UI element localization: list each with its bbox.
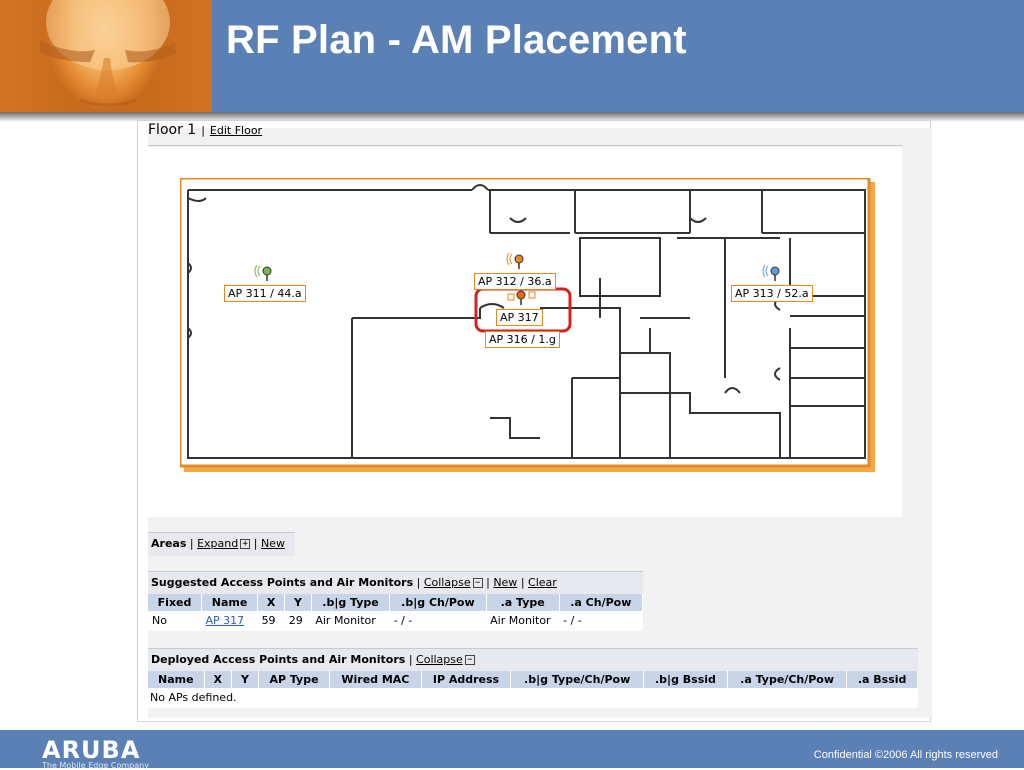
areas-bar: Areas | Expand+ | New [148, 532, 295, 556]
collapse-link[interactable]: Collapse [423, 576, 471, 589]
cell-fixed: No [152, 614, 167, 627]
separator: | [189, 537, 194, 550]
cell-bg-type: Air Monitor [315, 614, 376, 627]
map-pin-ap313[interactable] [762, 264, 780, 281]
col-header: Fixed [148, 594, 203, 611]
edit-floor-link[interactable]: Edit Floor [209, 124, 263, 137]
suggested-section: Suggested Access Points and Air Monitors… [148, 571, 644, 631]
col-header: .b|g Bssid [643, 671, 728, 688]
col-header: .a Type [486, 594, 560, 611]
col-header: X [257, 594, 286, 611]
cell-bg-chpow: - / - [393, 614, 413, 627]
cell-name: AP 317 [202, 611, 258, 630]
separator: | [408, 653, 413, 666]
map-pin-ap317[interactable] [507, 290, 536, 305]
table-header-row: Fixed Name X Y .b|g Type .b|g Ch/Pow .a … [148, 594, 644, 611]
collapse-link[interactable]: Collapse [416, 653, 463, 666]
table-row: No APs defined. [148, 688, 918, 707]
empty-message: No APs defined. [150, 691, 237, 704]
deployed-title: Deployed Access Points and Air Monitors [151, 653, 406, 666]
map-pin-ap311[interactable] [254, 264, 272, 281]
footer-bar [0, 730, 1024, 768]
col-header: AP Type [258, 671, 331, 688]
cell-x: 59 [261, 614, 276, 627]
col-header: Name [201, 594, 259, 611]
ap-label-ap317[interactable]: AP 317 [496, 309, 543, 326]
col-header: IP Address [421, 671, 512, 688]
col-header: .b|g Type [311, 594, 391, 611]
col-header: .a Ch/Pow [559, 594, 644, 611]
ap-label-ap316[interactable]: AP 316 / 1.g [485, 331, 560, 348]
cell-a-chpow: - / - [563, 614, 582, 627]
divider [148, 145, 902, 146]
col-header: Name [148, 671, 205, 688]
slide-title: RF Plan - AM Placement [226, 18, 687, 62]
aruba-logo: ARUBA [42, 736, 141, 764]
col-header: .b|g Type/Ch/Pow [510, 671, 644, 688]
ap-label-ap311[interactable]: AP 311 / 44.a [224, 285, 306, 302]
ap-label-ap313[interactable]: AP 313 / 52.a [731, 285, 813, 302]
new-area-link[interactable]: New [260, 537, 285, 550]
col-header: X [204, 671, 233, 688]
new-link[interactable]: New [493, 576, 518, 589]
suggested-table: Fixed Name X Y .b|g Type .b|g Ch/Pow .a … [148, 594, 644, 630]
cell-a-type: Air Monitor [490, 614, 551, 627]
col-header: Y [284, 594, 312, 611]
deployed-section: Deployed Access Points and Air Monitors … [148, 648, 918, 708]
separator: | [416, 576, 421, 589]
expand-link[interactable]: Expand [197, 537, 239, 550]
suggested-title: Suggested Access Points and Air Monitors [151, 576, 414, 589]
cell-y: 29 [288, 614, 303, 627]
map-pin-ap312[interactable] [506, 252, 524, 269]
clear-link[interactable]: Clear [528, 576, 557, 589]
header-photo [0, 0, 212, 112]
ap-label-ap312[interactable]: AP 312 / 36.a [474, 273, 556, 290]
confidential-notice: Confidential ©2006 All rights reserved [813, 749, 998, 761]
expand-icon[interactable]: + [240, 539, 251, 549]
areas-title: Areas [151, 537, 187, 550]
ap-link[interactable]: AP 317 [205, 614, 245, 627]
deployed-bar: Deployed Access Points and Air Monitors … [148, 648, 918, 671]
collapse-icon[interactable]: − [472, 578, 483, 588]
floor-title: Floor 1 [148, 122, 197, 138]
logo-tagline: The Mobile Edge Company [42, 761, 149, 770]
collapse-icon[interactable]: − [464, 655, 475, 665]
col-header: Wired MAC [329, 671, 422, 688]
table-row: No AP 317 59 29 Air Monitor - / - Air Mo… [148, 611, 643, 630]
floor-plan[interactable] [180, 178, 875, 472]
col-header: .b|g Ch/Pow [389, 594, 487, 611]
col-header: Y [231, 671, 259, 688]
suggested-bar: Suggested Access Points and Air Monitors… [148, 571, 643, 594]
col-header: .a Bssid [846, 671, 918, 688]
separator: | [201, 124, 205, 137]
col-header: .a Type/Ch/Pow [727, 671, 848, 688]
deployed-table: Name X Y AP Type Wired MAC IP Address .b… [148, 671, 918, 707]
separator: | [253, 537, 258, 550]
table-header-row: Name X Y AP Type Wired MAC IP Address .b… [148, 671, 918, 688]
separator: | [486, 576, 490, 589]
separator: | [520, 576, 525, 589]
floor-header: Floor 1 | Edit Floor [148, 122, 262, 138]
header-shadow [0, 112, 1024, 122]
